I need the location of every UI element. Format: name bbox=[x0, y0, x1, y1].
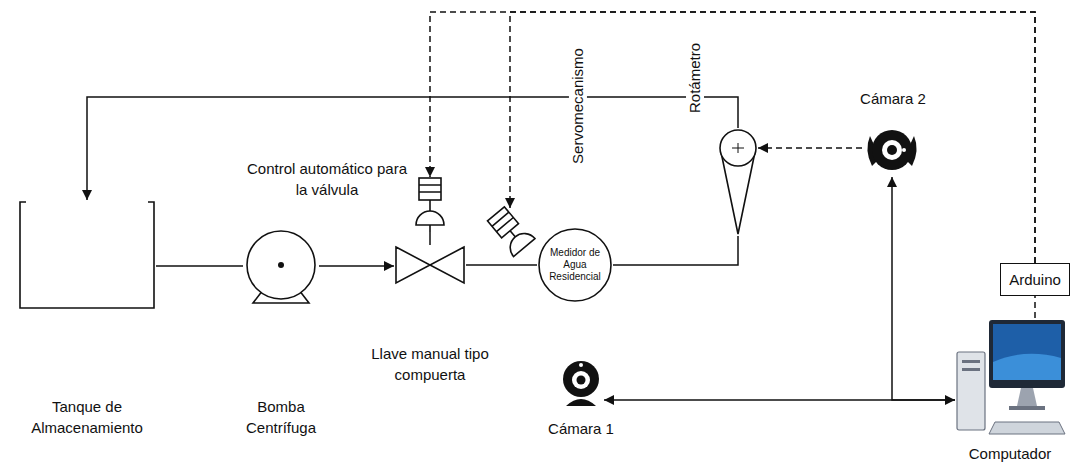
signal-connector bbox=[430, 12, 1035, 263]
pipe-connector bbox=[429, 232, 431, 245]
node-label: Cámara 2 bbox=[848, 88, 938, 109]
servo-mechanism-outline bbox=[490, 208, 534, 258]
text-area: Arduino bbox=[1001, 264, 1069, 295]
node-label: Servomecanismo bbox=[569, 45, 587, 167]
gate-valve: Llave manual tipo compuerta bbox=[394, 245, 466, 285]
rotameter: Rotámetro bbox=[718, 128, 758, 236]
camera-icon: Cámara 1 bbox=[558, 358, 604, 408]
pipe-connector bbox=[319, 265, 394, 267]
signal-connector bbox=[1034, 296, 1036, 318]
camera-icon: Cámara 2 bbox=[862, 122, 922, 177]
node-label: Arduino bbox=[1009, 269, 1061, 290]
node-label: Bomba Centrífuga bbox=[230, 396, 332, 438]
pipe-connector bbox=[156, 265, 243, 267]
pipe-connector bbox=[613, 236, 738, 265]
node-label: Computador bbox=[960, 443, 1060, 464]
pipe-connector bbox=[604, 399, 955, 401]
signal-connector bbox=[510, 12, 1035, 263]
node-label: Cámara 1 bbox=[531, 418, 631, 439]
computer-icon: Computador bbox=[955, 318, 1067, 440]
node-label: Medidor de Agua Residencial bbox=[545, 247, 605, 283]
gate-valve-outline bbox=[394, 245, 466, 285]
node-label: Llave manual tipo compuerta bbox=[368, 343, 492, 385]
storage-tank: Tanque de Almacenamiento bbox=[18, 200, 156, 310]
centrifugal-pump-outline bbox=[243, 228, 319, 304]
water-meter: Medidor de Agua Residencial bbox=[537, 227, 613, 303]
centrifugal-pump: Bomba Centrífuga bbox=[243, 228, 319, 304]
arduino-box: Arduino bbox=[1000, 263, 1070, 296]
servo-mechanism: Servomecanismo bbox=[490, 208, 534, 258]
valve-actuator: Control automático para la válvula bbox=[412, 177, 448, 232]
text-area: Medidor de Agua Residencial bbox=[537, 227, 613, 303]
node-label: Tanque de Almacenamiento bbox=[12, 396, 162, 438]
camera-icon-outline bbox=[558, 358, 604, 408]
storage-tank-outline bbox=[18, 200, 156, 310]
camera-icon-outline bbox=[862, 122, 922, 177]
pipe-connector bbox=[466, 264, 537, 266]
node-label: Control automático para la válvula bbox=[246, 158, 408, 200]
pipe-connector bbox=[892, 177, 955, 400]
pipe-connector bbox=[87, 97, 738, 200]
valve-actuator-outline bbox=[412, 177, 448, 232]
computer-icon-outline bbox=[955, 318, 1067, 440]
rotameter-outline bbox=[718, 128, 758, 236]
node-label: Rotámetro bbox=[686, 40, 704, 116]
signal-connector bbox=[758, 147, 862, 149]
